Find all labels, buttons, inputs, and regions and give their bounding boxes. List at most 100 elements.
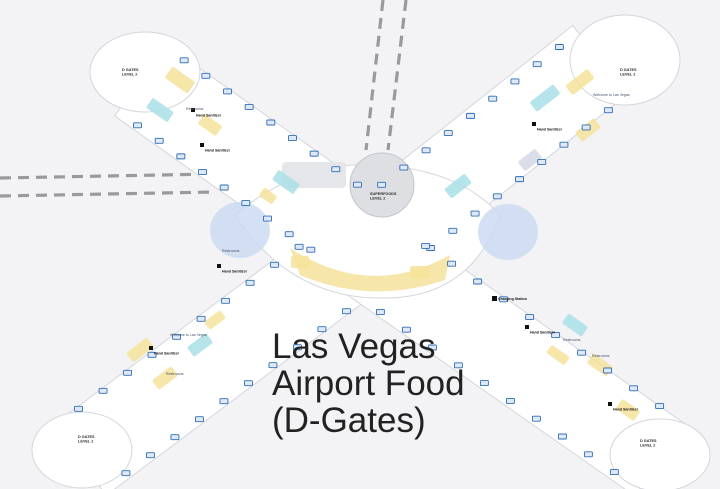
arm-end-southeast [609, 418, 711, 489]
gate-marker-icon [629, 385, 639, 392]
gate-marker-icon [170, 434, 180, 441]
gate-marker-icon [309, 150, 319, 157]
gate-marker-icon [284, 231, 294, 238]
hand-sanitizer-icon [608, 402, 612, 406]
taxiway-dashes [0, 0, 408, 198]
food-zone [546, 345, 570, 365]
food-zone [165, 67, 195, 93]
gate-marker-icon [421, 147, 431, 154]
hand-sanitizer-icon [217, 264, 221, 268]
poi-label: Restrooms [186, 107, 204, 111]
poi-label: Restrooms [222, 249, 240, 253]
gate-marker-icon [557, 433, 567, 440]
gate-marker-icon [341, 308, 351, 315]
gate-marker-icon [147, 351, 157, 358]
gate-marker-icon [201, 72, 211, 79]
food-zone [152, 366, 178, 390]
title-line-2: Airport Food [272, 364, 465, 403]
food-court-band [290, 248, 450, 292]
gate-markers [74, 44, 665, 477]
gate-marker-icon [145, 452, 155, 459]
shop-zone [272, 170, 300, 194]
level-label-ne: D GATES [620, 68, 637, 72]
gate-marker-icon [270, 261, 280, 268]
gate-marker-icon [609, 469, 619, 476]
charging-icon [492, 296, 497, 301]
food-zone [291, 256, 309, 268]
hub-annex [282, 162, 346, 188]
gate-marker-icon [603, 367, 613, 374]
gate-marker-icon [447, 260, 457, 267]
charging-label: Charging Station [498, 297, 527, 301]
gate-marker-icon [121, 470, 131, 477]
gate-marker-icon [401, 326, 411, 333]
poi-label: Welcome to Las Vegas [593, 93, 630, 97]
hand-sanitizer-label: Hand Sanitizer [196, 114, 222, 118]
gate-marker-icon [223, 88, 232, 95]
hand-sanitizer-icon [191, 108, 195, 112]
arm-end-northwest [89, 31, 201, 113]
shop-zone [187, 333, 213, 357]
gate-marker-icon [176, 153, 186, 160]
gate-marker-icon [292, 344, 302, 351]
dashed-line [0, 172, 216, 180]
hand-sanitizer-icon [532, 122, 536, 126]
hand-sanitizer-icon [200, 143, 204, 147]
gate-marker-icon [537, 158, 547, 165]
food-zone [566, 69, 594, 95]
hand-sanitizer-label: Hand Sanitizer [205, 149, 231, 153]
gate-marker-icon [470, 210, 480, 217]
gate-marker-icon [581, 124, 591, 131]
level-label-nw: LEVEL 2 [122, 72, 137, 76]
gate-marker-icon [421, 242, 431, 249]
hand-sanitizer-label: Hand Sanitizer [613, 408, 639, 412]
shop-zone [562, 313, 588, 337]
level-label-center: SUPERFOODS [370, 192, 397, 196]
level-label-center: LEVEL 2 [370, 196, 385, 200]
gate-marker-icon [198, 168, 207, 175]
gate-marker-icon [123, 369, 133, 376]
gate-marker-icon [525, 314, 535, 321]
gate-marker-icon [172, 333, 182, 340]
gate-marker-icon [559, 141, 569, 148]
gate-marker-icon [179, 57, 189, 64]
food-zone [616, 399, 640, 421]
gate-marker-icon [245, 279, 255, 286]
gate-marker-icon [554, 44, 564, 50]
hand-sanitizer-label: Hand Sanitizer [530, 331, 556, 335]
retail-zones [126, 67, 640, 421]
gate-marker-icon [74, 405, 84, 412]
gate-marker-icon [133, 122, 142, 129]
poi-label: Restrooms [563, 338, 581, 342]
level-label-ne: LEVEL 2 [620, 72, 635, 76]
gate-marker-icon [427, 344, 437, 351]
gate-marker-icon [577, 349, 587, 356]
level-label-sw: D GATES [78, 435, 95, 439]
level-label-se: LEVEL 2 [640, 443, 655, 447]
gate-marker-icon [479, 380, 489, 387]
gate-marker-icon [353, 181, 362, 188]
poi-label: Restrooms [592, 354, 610, 358]
gate-marker-icon [154, 137, 164, 144]
shop-zone [518, 149, 542, 171]
gate-marker-icon [194, 416, 204, 423]
arm-end-southwest [31, 411, 133, 489]
food-zone [198, 114, 222, 136]
shop-zone [530, 84, 560, 112]
poi-label: Welcome to Las Vegas [170, 333, 207, 337]
gate-marker-icon [492, 193, 502, 200]
food-zone [204, 310, 226, 330]
title-line-3: (D-Gates) [272, 401, 426, 440]
hand-sanitizer-label: Hand Sanitizer [537, 128, 563, 132]
gate-marker-icon [510, 78, 520, 85]
level-label-nw: D GATES [122, 68, 139, 72]
gate-marker-icon [219, 184, 229, 191]
gate-marker-icon [219, 398, 229, 405]
title-line-1: Las Vegas [272, 327, 436, 366]
poi-label: Restrooms [166, 372, 184, 376]
gate-marker-icon [532, 61, 542, 68]
gate-marker-icon [505, 397, 515, 404]
